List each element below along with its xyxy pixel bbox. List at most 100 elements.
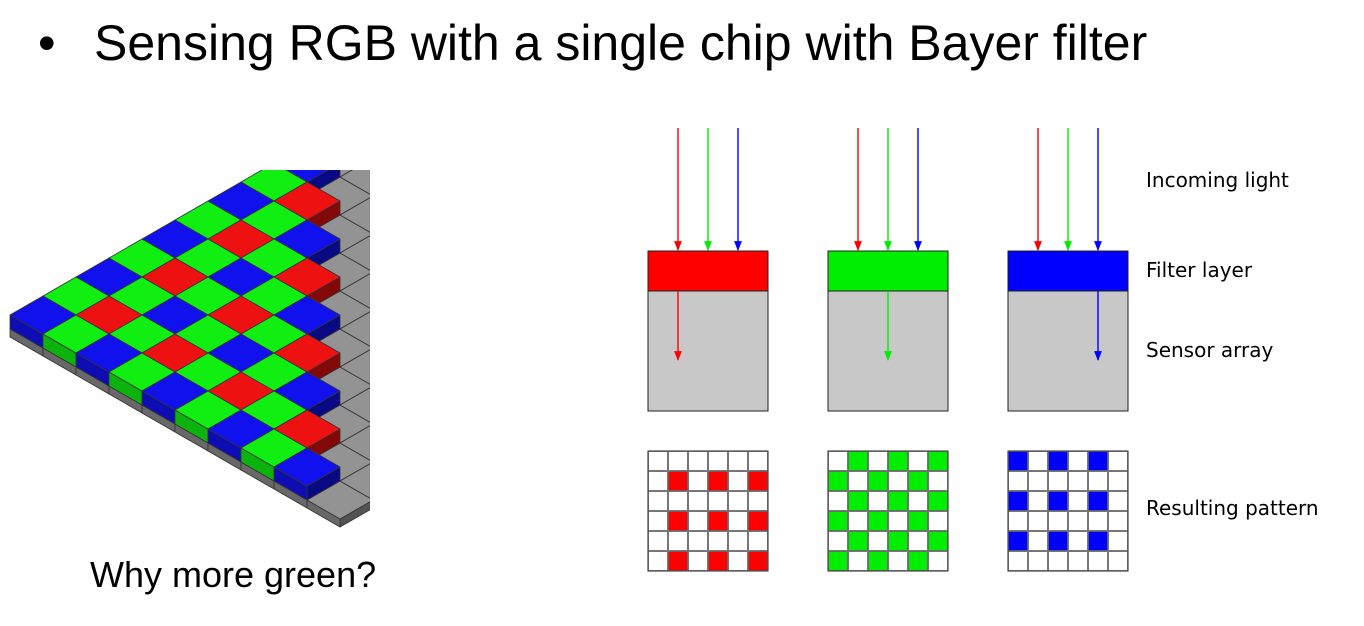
pattern-cell [708, 451, 728, 471]
pattern-cell [928, 551, 948, 571]
pattern-cell [748, 471, 768, 491]
pattern-cell [1028, 551, 1048, 571]
pattern-cell [908, 511, 928, 531]
pattern-cell [1028, 531, 1048, 551]
pattern-cell [648, 511, 668, 531]
pattern-cell [928, 511, 948, 531]
pattern-cell [928, 491, 948, 511]
bullet-icon: • [38, 15, 56, 71]
label-resulting-pattern: Resulting pattern [1146, 496, 1319, 520]
pattern-cell [668, 471, 688, 491]
pattern-cell [848, 511, 868, 531]
pattern-cell [1048, 491, 1068, 511]
pattern-cell [828, 451, 848, 471]
pattern-cell [1088, 451, 1108, 471]
pattern-cell [868, 491, 888, 511]
pattern-cell [908, 491, 928, 511]
pattern-cell [1028, 451, 1048, 471]
filter-cube-blue [273, 447, 341, 487]
pattern-cell [668, 491, 688, 511]
pattern-cell [828, 471, 848, 491]
pattern-cell [1008, 551, 1028, 571]
chip-base-cell [339, 273, 370, 309]
pattern-cell [888, 491, 908, 511]
chip-base-cell [339, 463, 370, 499]
pattern-cell [1028, 491, 1048, 511]
filter-layer-blue [1007, 250, 1129, 292]
pattern-cell [1088, 531, 1108, 551]
pattern-cell [1088, 551, 1108, 571]
pattern-cell [648, 471, 668, 491]
chip-base-cell [339, 235, 370, 271]
pattern-cell [708, 491, 728, 511]
pattern-cell [728, 511, 748, 531]
pattern-cell [1068, 511, 1088, 531]
pattern-cell [1048, 511, 1068, 531]
pattern-cell [1008, 511, 1028, 531]
label-filter-layer: Filter layer [1146, 258, 1253, 282]
pattern-grid-blue [1007, 450, 1129, 572]
pattern-cell [1108, 551, 1128, 571]
pattern-cell [888, 451, 908, 471]
sensor-array-red [647, 290, 769, 412]
pattern-cell [748, 491, 768, 511]
pattern-cell [868, 471, 888, 491]
chip-base-cell [339, 197, 370, 233]
pattern-cell [928, 471, 948, 491]
slide-title: •Sensing RGB with a single chip with Bay… [38, 14, 1147, 72]
pattern-cell [1088, 491, 1108, 511]
chip-base-cell [339, 349, 370, 385]
pattern-cell [648, 451, 668, 471]
pattern-cell [848, 551, 868, 571]
filter-layer-green [827, 250, 949, 292]
pattern-cell [1048, 551, 1068, 571]
pattern-cell [1108, 451, 1128, 471]
label-incoming-light: Incoming light [1146, 168, 1289, 192]
pattern-grid-green [827, 450, 949, 572]
pattern-cell [908, 531, 928, 551]
pattern-cell [1048, 471, 1068, 491]
pattern-cell [668, 531, 688, 551]
pattern-cell [728, 551, 748, 571]
pattern-cell [1108, 531, 1128, 551]
pattern-cell [908, 551, 928, 571]
pattern-cell [688, 551, 708, 571]
pattern-cell [908, 471, 928, 491]
pattern-cell [708, 531, 728, 551]
pattern-cell [1028, 471, 1048, 491]
pattern-cell [1008, 471, 1028, 491]
pattern-cell [868, 511, 888, 531]
pattern-cell [1008, 491, 1028, 511]
pattern-cell [828, 491, 848, 511]
pattern-cell [1108, 491, 1128, 511]
pattern-cell [1088, 511, 1108, 531]
pattern-cell [688, 511, 708, 531]
pattern-cell [848, 451, 868, 471]
sensor-array-blue [1007, 290, 1129, 412]
pattern-cell [888, 551, 908, 571]
pattern-cell [748, 511, 768, 531]
pattern-cell [828, 551, 848, 571]
pattern-cell [828, 531, 848, 551]
pattern-cell [728, 531, 748, 551]
pattern-cell [688, 451, 708, 471]
caption-why-green: Why more green? [90, 554, 377, 595]
pattern-cell [848, 531, 868, 551]
pattern-cell [708, 551, 728, 571]
pattern-cell [868, 451, 888, 471]
pattern-cell [648, 531, 668, 551]
pattern-cell [728, 451, 748, 471]
pattern-cell [868, 531, 888, 551]
pattern-cell [648, 551, 668, 571]
pattern-cell [1068, 531, 1088, 551]
pattern-cell [1008, 451, 1028, 471]
pattern-cell [1068, 491, 1088, 511]
pattern-cell [648, 491, 668, 511]
pattern-cell [728, 491, 748, 511]
bayer-chip-illustration [9, 170, 370, 528]
pattern-cell [1068, 471, 1088, 491]
pattern-cell [708, 511, 728, 531]
pattern-cell [708, 471, 728, 491]
pattern-grid-red [647, 450, 769, 572]
pattern-cell [668, 511, 688, 531]
